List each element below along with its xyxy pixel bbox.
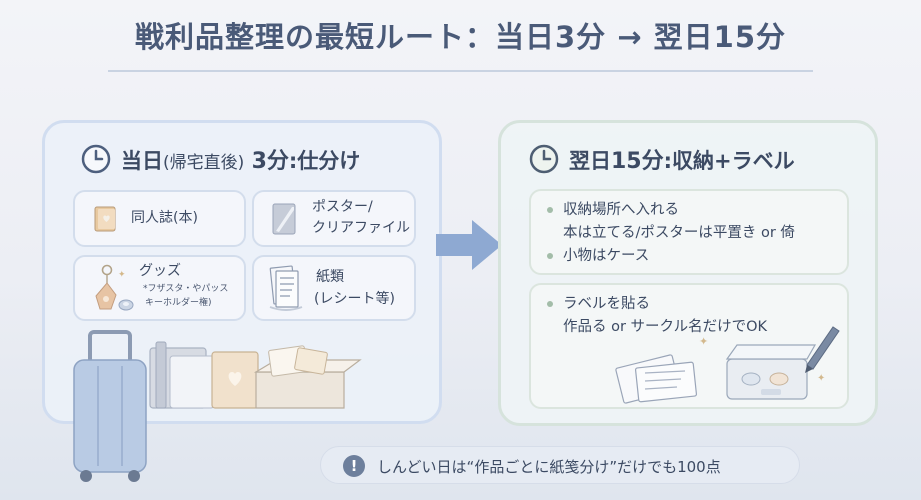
tip-text: しんどい日は“作品ごとに紙笺分け”だけでも100点: [377, 458, 721, 476]
same-day-label: 当日: [121, 149, 163, 173]
category-card-books: 同人誌(本): [73, 190, 246, 247]
next-day-label: 翌日: [569, 149, 611, 173]
goods-label: グッズ: [139, 263, 181, 279]
category-card-goods: ✦ グッズ *フザスタ・やパッス キーホルダー権): [73, 255, 246, 321]
clock-icon: [81, 144, 111, 174]
bullet: [547, 253, 553, 259]
flow-arrow-icon: [436, 220, 502, 270]
next-day-time: 15分: [611, 149, 664, 174]
receipt-icon: [269, 265, 303, 311]
posters-label: ポスター/: [312, 199, 373, 215]
same-day-time: 3分: [251, 149, 289, 174]
suitcase-illustration: [73, 330, 362, 482]
tip-note: ! しんどい日は“作品ごとに紙笺分け”だけでも100点: [320, 446, 800, 484]
same-day-task: :仕分け: [288, 149, 361, 173]
papers-label-2: (レシート等): [314, 291, 395, 307]
label-box: ラベルを貼る 作品る or サークル名だけでOK ✦ ✦: [529, 283, 849, 409]
storage-box: 収納場所へ入れる 本は立てる/ポスターは平置き or 倚 小物はケース: [529, 189, 849, 275]
next-day-panel: 翌日15分:収納+ラベル 収納場所へ入れる 本は立てる/ポスターは平置き or …: [498, 120, 878, 426]
storage-line-1: 収納場所へ入れる: [563, 202, 679, 218]
book-icon: [94, 206, 116, 232]
same-day-paren: (帰宅直後): [163, 153, 245, 173]
label-line-1: ラベルを貼る: [563, 296, 650, 312]
bullet: [547, 301, 553, 307]
page-title: 戦利品整理の最短ルート：当日3分 → 翌日15分: [134, 20, 787, 54]
next-day-task: :収納+ラベル: [663, 149, 795, 173]
next-day-heading: 翌日15分:収納+ラベル: [529, 141, 795, 177]
category-card-posters: ポスター/ クリアファイル: [252, 190, 416, 247]
goods-sub-2: キーホルダー権): [145, 298, 212, 308]
storage-line-3: 小物はケース: [563, 248, 650, 264]
label-line-2: 作品る or サークル名だけでOK: [563, 319, 768, 335]
same-day-heading: 当日(帰宅直後) 3分:仕分け: [81, 141, 360, 177]
posters-label-2: クリアファイル: [312, 220, 410, 236]
svg-text:✦: ✦: [699, 335, 708, 348]
svg-text:✦: ✦: [817, 373, 825, 384]
keychain-icon: ✦: [95, 264, 134, 311]
title-divider: [108, 70, 813, 72]
bullet: [547, 207, 553, 213]
category-card-papers: 紙類 (レシート等): [252, 255, 416, 321]
svg-text:✦: ✦: [118, 270, 126, 280]
clock-icon: [529, 144, 559, 174]
books-label: 同人誌(本): [131, 210, 198, 226]
poster-icon: [272, 203, 296, 235]
papers-label: 紙類: [316, 269, 344, 285]
storage-line-2: 本は立てる/ポスターは平置き or 倚: [563, 225, 795, 241]
exclamation-icon: !: [343, 455, 365, 477]
label-illustration: ✦ ✦: [615, 326, 840, 404]
goods-sub-1: *フザスタ・やパッス: [143, 284, 229, 294]
